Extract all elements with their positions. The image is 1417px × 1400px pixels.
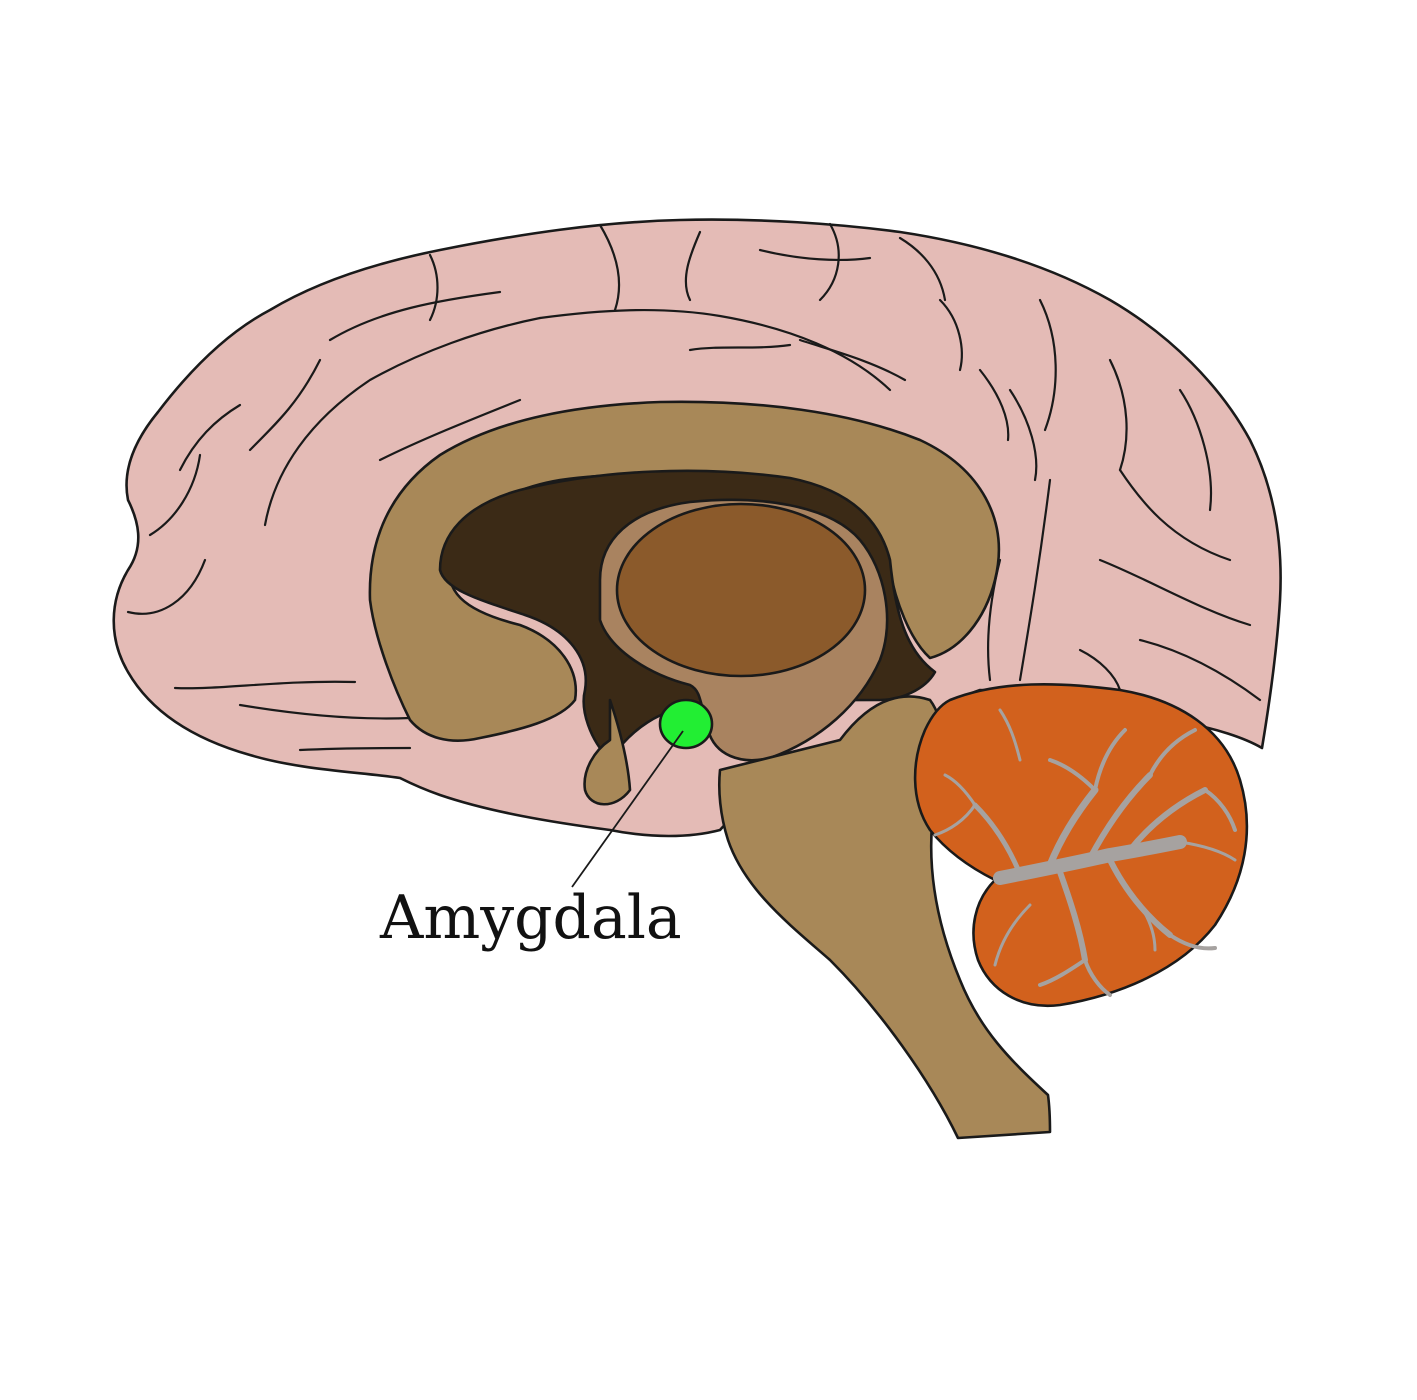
arbor-vitae <box>933 708 1237 997</box>
amygdala-leader-line <box>571 730 684 888</box>
amygdala-label: Amygdala <box>379 883 682 953</box>
brainstem <box>717 695 1052 1140</box>
amygdala-region <box>658 698 714 750</box>
cortex-sulci <box>126 222 1262 752</box>
thalamus <box>615 502 867 678</box>
optic-chiasm <box>583 698 632 806</box>
corpus-callosum <box>368 400 1001 742</box>
cerebellum <box>913 682 1249 1008</box>
